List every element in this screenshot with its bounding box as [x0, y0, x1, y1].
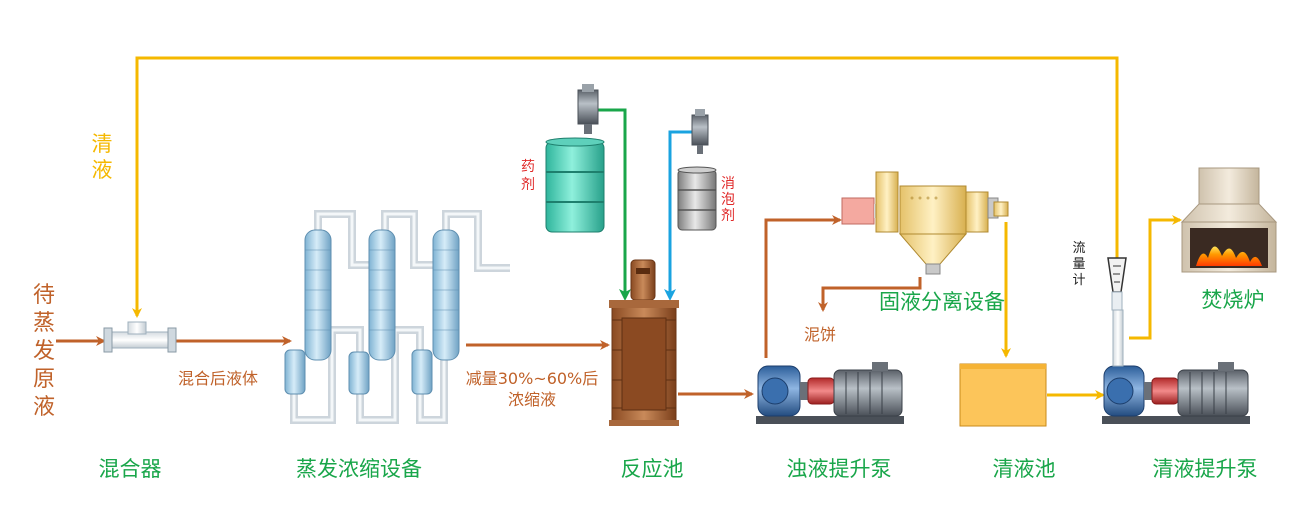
separator-icon: [841, 171, 1009, 275]
clear-liquid-recycle-line: [132, 56, 1119, 318]
pump-to-incinerator-line: [1129, 215, 1182, 340]
mixed-liquid-label: 混合后液体: [178, 369, 258, 388]
svg-text:计: 计: [1072, 273, 1085, 288]
concentrate-label-line2: 浓缩液: [508, 390, 556, 409]
turbid-pump-icon: [756, 362, 904, 424]
svg-text:液: 液: [92, 158, 113, 182]
turbid-pump-label: 浊液提升泵: [787, 457, 892, 481]
svg-text:原: 原: [33, 367, 55, 392]
incinerator-icon: [1180, 167, 1278, 273]
svg-text:蒸: 蒸: [33, 311, 55, 336]
filter-cake-line: [818, 277, 922, 312]
turbid-to-separator-line: [764, 215, 842, 358]
clear-tank-icon: [959, 363, 1047, 427]
svg-text:药: 药: [521, 159, 535, 175]
svg-text:流: 流: [1072, 241, 1085, 256]
svg-text:液: 液: [33, 395, 55, 420]
clear-liquid-label: 清 液: [92, 132, 113, 182]
chemical-drum-icon: [545, 137, 605, 233]
incinerator-label: 焚烧炉: [1202, 288, 1265, 312]
mixer-label: 混合器: [99, 457, 162, 481]
clear-pump-icon: [1102, 309, 1250, 424]
reactor-icon: [609, 259, 679, 426]
svg-text:剂: 剂: [521, 177, 535, 193]
reactor-label: 反应池: [621, 457, 684, 481]
filter-cake-label: 泥饼: [804, 325, 836, 344]
mixer-icon: [103, 321, 177, 353]
chemical-dosing-pump-icon: [577, 84, 599, 134]
antifoam-drum-icon: [677, 166, 717, 231]
clear-pump-label: 清液提升泵: [1153, 457, 1258, 481]
separator-label: 固液分离设备: [879, 290, 1005, 314]
antifoam-dosing-pump-icon: [691, 109, 709, 154]
evaporator-label: 蒸发浓缩设备: [296, 457, 422, 481]
chemical-label: 药 剂: [521, 159, 535, 193]
clear-tank-label: 清液池: [993, 457, 1056, 481]
svg-text:清: 清: [92, 132, 113, 156]
antifoam-label: 消 泡 剂: [721, 176, 735, 224]
flowmeter-label: 流 量 计: [1072, 241, 1085, 288]
concentrate-label-line1: 减量30%~60%后: [466, 369, 599, 388]
svg-text:量: 量: [1072, 257, 1085, 272]
svg-text:消: 消: [721, 176, 735, 192]
svg-text:剂: 剂: [721, 208, 735, 224]
svg-text:泡: 泡: [721, 192, 735, 208]
chemical-dosing-line: [598, 108, 631, 301]
flowmeter-icon: [1107, 257, 1127, 311]
evaporator-icon: [284, 210, 510, 424]
antifoam-dosing-line: [664, 130, 696, 301]
svg-text:待: 待: [33, 283, 55, 308]
raw-liquid-label: 待 蒸 发 原 液: [33, 283, 55, 420]
svg-text:发: 发: [33, 339, 55, 364]
